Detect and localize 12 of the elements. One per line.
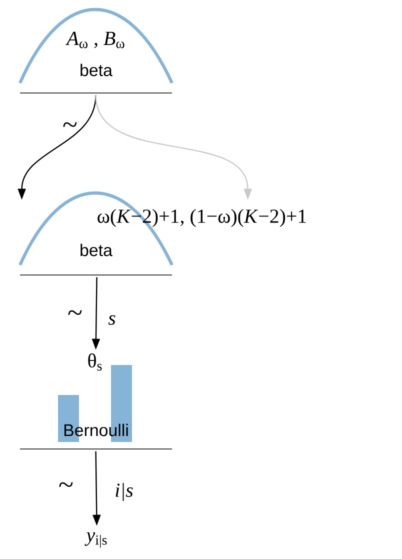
distribution-label: Bernoulli	[64, 424, 128, 436]
index-label: s	[108, 315, 116, 325]
formula-label: θ$_{s}$	[88, 353, 102, 371]
formula-label: ω(K−2)+1, (1−ω)(K−2)+1	[98, 208, 306, 228]
edge-label: ~	[59, 482, 73, 487]
index-label: i|s	[116, 482, 133, 502]
edge-label: ~	[68, 310, 82, 315]
edge-label: ~	[63, 122, 77, 127]
distribution-label: beta	[80, 244, 112, 256]
formula-label: A$_{ω}$ , B$_{ω}$	[66, 32, 124, 48]
distribution-label: beta	[80, 64, 112, 76]
formula-label: y$_{i|s}$	[84, 532, 107, 548]
